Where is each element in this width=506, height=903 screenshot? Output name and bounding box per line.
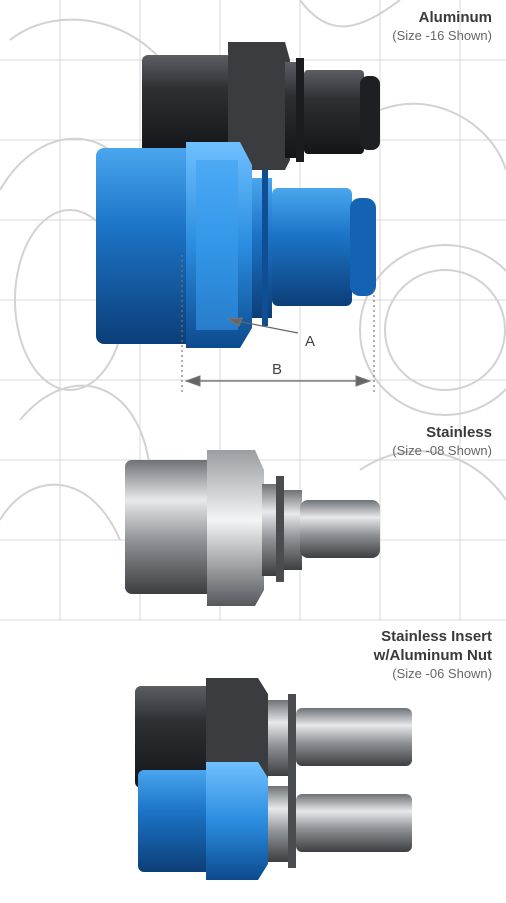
- caption-insert-title-line1: Stainless Insert: [381, 628, 492, 645]
- aluminum-blue-fitting: [96, 142, 376, 348]
- caption-aluminum-title: Aluminum: [418, 9, 492, 26]
- caption-insert-title-line2: w/Aluminum Nut: [373, 647, 492, 664]
- caption-stainless: Stainless (Size -08 Shown): [392, 423, 492, 459]
- caption-insert-subtitle: (Size -06 Shown): [392, 666, 492, 681]
- dimension-label-a: A: [305, 333, 315, 350]
- caption-aluminum-subtitle: (Size -16 Shown): [392, 28, 492, 43]
- caption-stainless-subtitle: (Size -08 Shown): [392, 443, 492, 458]
- caption-stainless-title: Stainless: [426, 424, 492, 441]
- caption-aluminum: Aluminum (Size -16 Shown): [392, 8, 492, 44]
- caption-insert: Stainless Insert w/Aluminum Nut (Size -0…: [374, 627, 492, 682]
- dimension-label-b: B: [272, 361, 282, 378]
- aluminum-black-fitting: [142, 42, 380, 170]
- dimension-lines: [181, 255, 375, 395]
- stainless-fitting: [125, 450, 380, 606]
- insert-blue-fitting: [138, 762, 412, 880]
